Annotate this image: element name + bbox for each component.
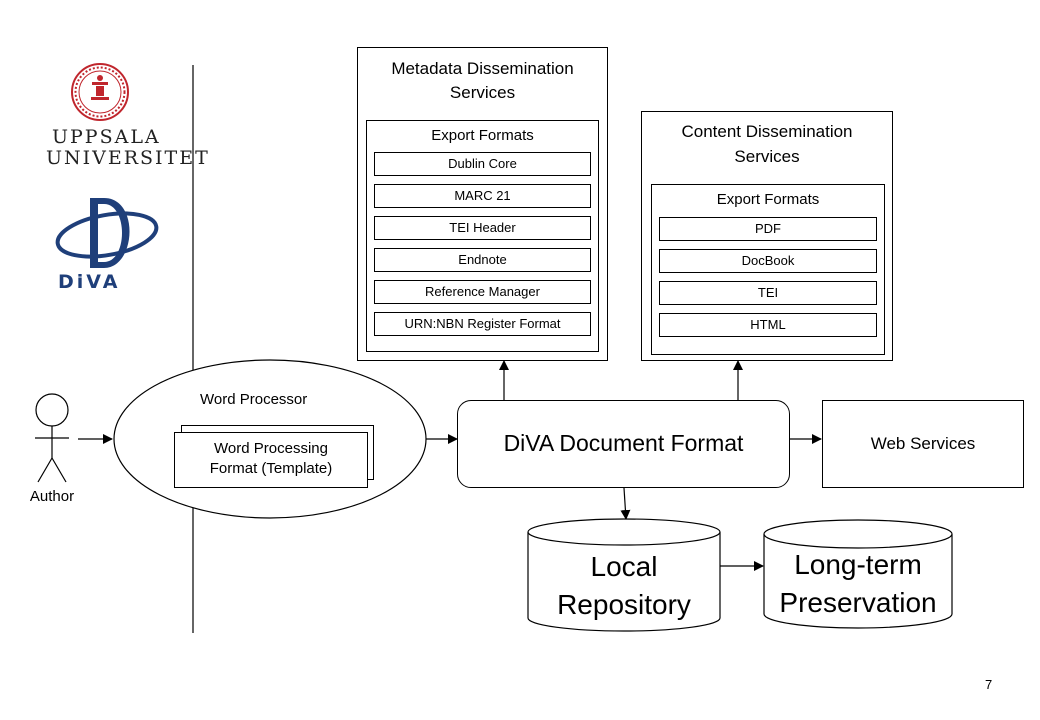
metadata-format-item: Endnote xyxy=(374,248,591,272)
diva-wordmark: DiVA xyxy=(58,271,121,293)
word-processor-label: Word Processor xyxy=(200,391,308,408)
metadata-dissemination-box: Metadata Dissemination Services Export F… xyxy=(357,47,608,361)
metadata-format-item: MARC 21 xyxy=(374,184,591,208)
content-format-item: HTML xyxy=(659,313,877,337)
preservation-line1: Long-term xyxy=(794,549,922,580)
arrow-diva-to-repository xyxy=(620,487,631,520)
web-services-box: Web Services xyxy=(822,400,1024,488)
uppsala-logo-line2: UNIVERSITET xyxy=(46,147,210,169)
preservation-line2: Preservation xyxy=(779,587,937,618)
diva-document-format-box: DiVA Document Format xyxy=(457,400,790,488)
template-label-line2: Format (Template) xyxy=(209,460,333,477)
metadata-format-item: Dublin Core xyxy=(374,152,591,176)
metadata-format-item: TEI Header xyxy=(374,216,591,240)
diva-logo-icon xyxy=(55,198,159,268)
content-title-line1: Content Dissemination xyxy=(681,122,853,141)
uppsala-logo-line1: UPPSALA xyxy=(52,126,161,148)
author-stick-figure-icon xyxy=(35,393,69,483)
word-processing-template-doc: Word Processing Format (Template) xyxy=(174,432,368,488)
content-export-formats-box: Export Formats PDF DocBook TEI HTML xyxy=(651,184,885,355)
metadata-title-line2: Services xyxy=(449,83,516,102)
local-repository-line1: Local xyxy=(590,551,658,582)
metadata-format-item: URN:NBN Register Format xyxy=(374,312,591,336)
content-format-item: DocBook xyxy=(659,249,877,273)
local-repository-cylinder xyxy=(527,518,721,632)
content-export-title: Export Formats xyxy=(716,191,820,208)
metadata-title-line1: Metadata Dissemination xyxy=(391,59,574,78)
metadata-format-item: Reference Manager xyxy=(374,280,591,304)
local-repository-line2: Repository xyxy=(557,589,691,620)
uppsala-seal-icon xyxy=(71,63,129,121)
template-label-line1: Word Processing xyxy=(214,440,328,457)
diva-document-format-label: DiVA Document Format xyxy=(503,430,744,456)
metadata-export-title: Export Formats xyxy=(431,127,534,144)
metadata-export-formats-box: Export Formats Dublin Core MARC 21 TEI H… xyxy=(366,120,599,352)
preservation-cylinder xyxy=(763,519,953,629)
content-dissemination-box: Content Dissemination Services Export Fo… xyxy=(641,111,893,361)
content-title-line2: Services xyxy=(734,147,800,166)
content-format-item: PDF xyxy=(659,217,877,241)
web-services-label: Web Services xyxy=(870,434,976,453)
author-label: Author xyxy=(29,488,75,505)
page-number: 7 xyxy=(985,677,993,692)
content-format-item: TEI xyxy=(659,281,877,305)
